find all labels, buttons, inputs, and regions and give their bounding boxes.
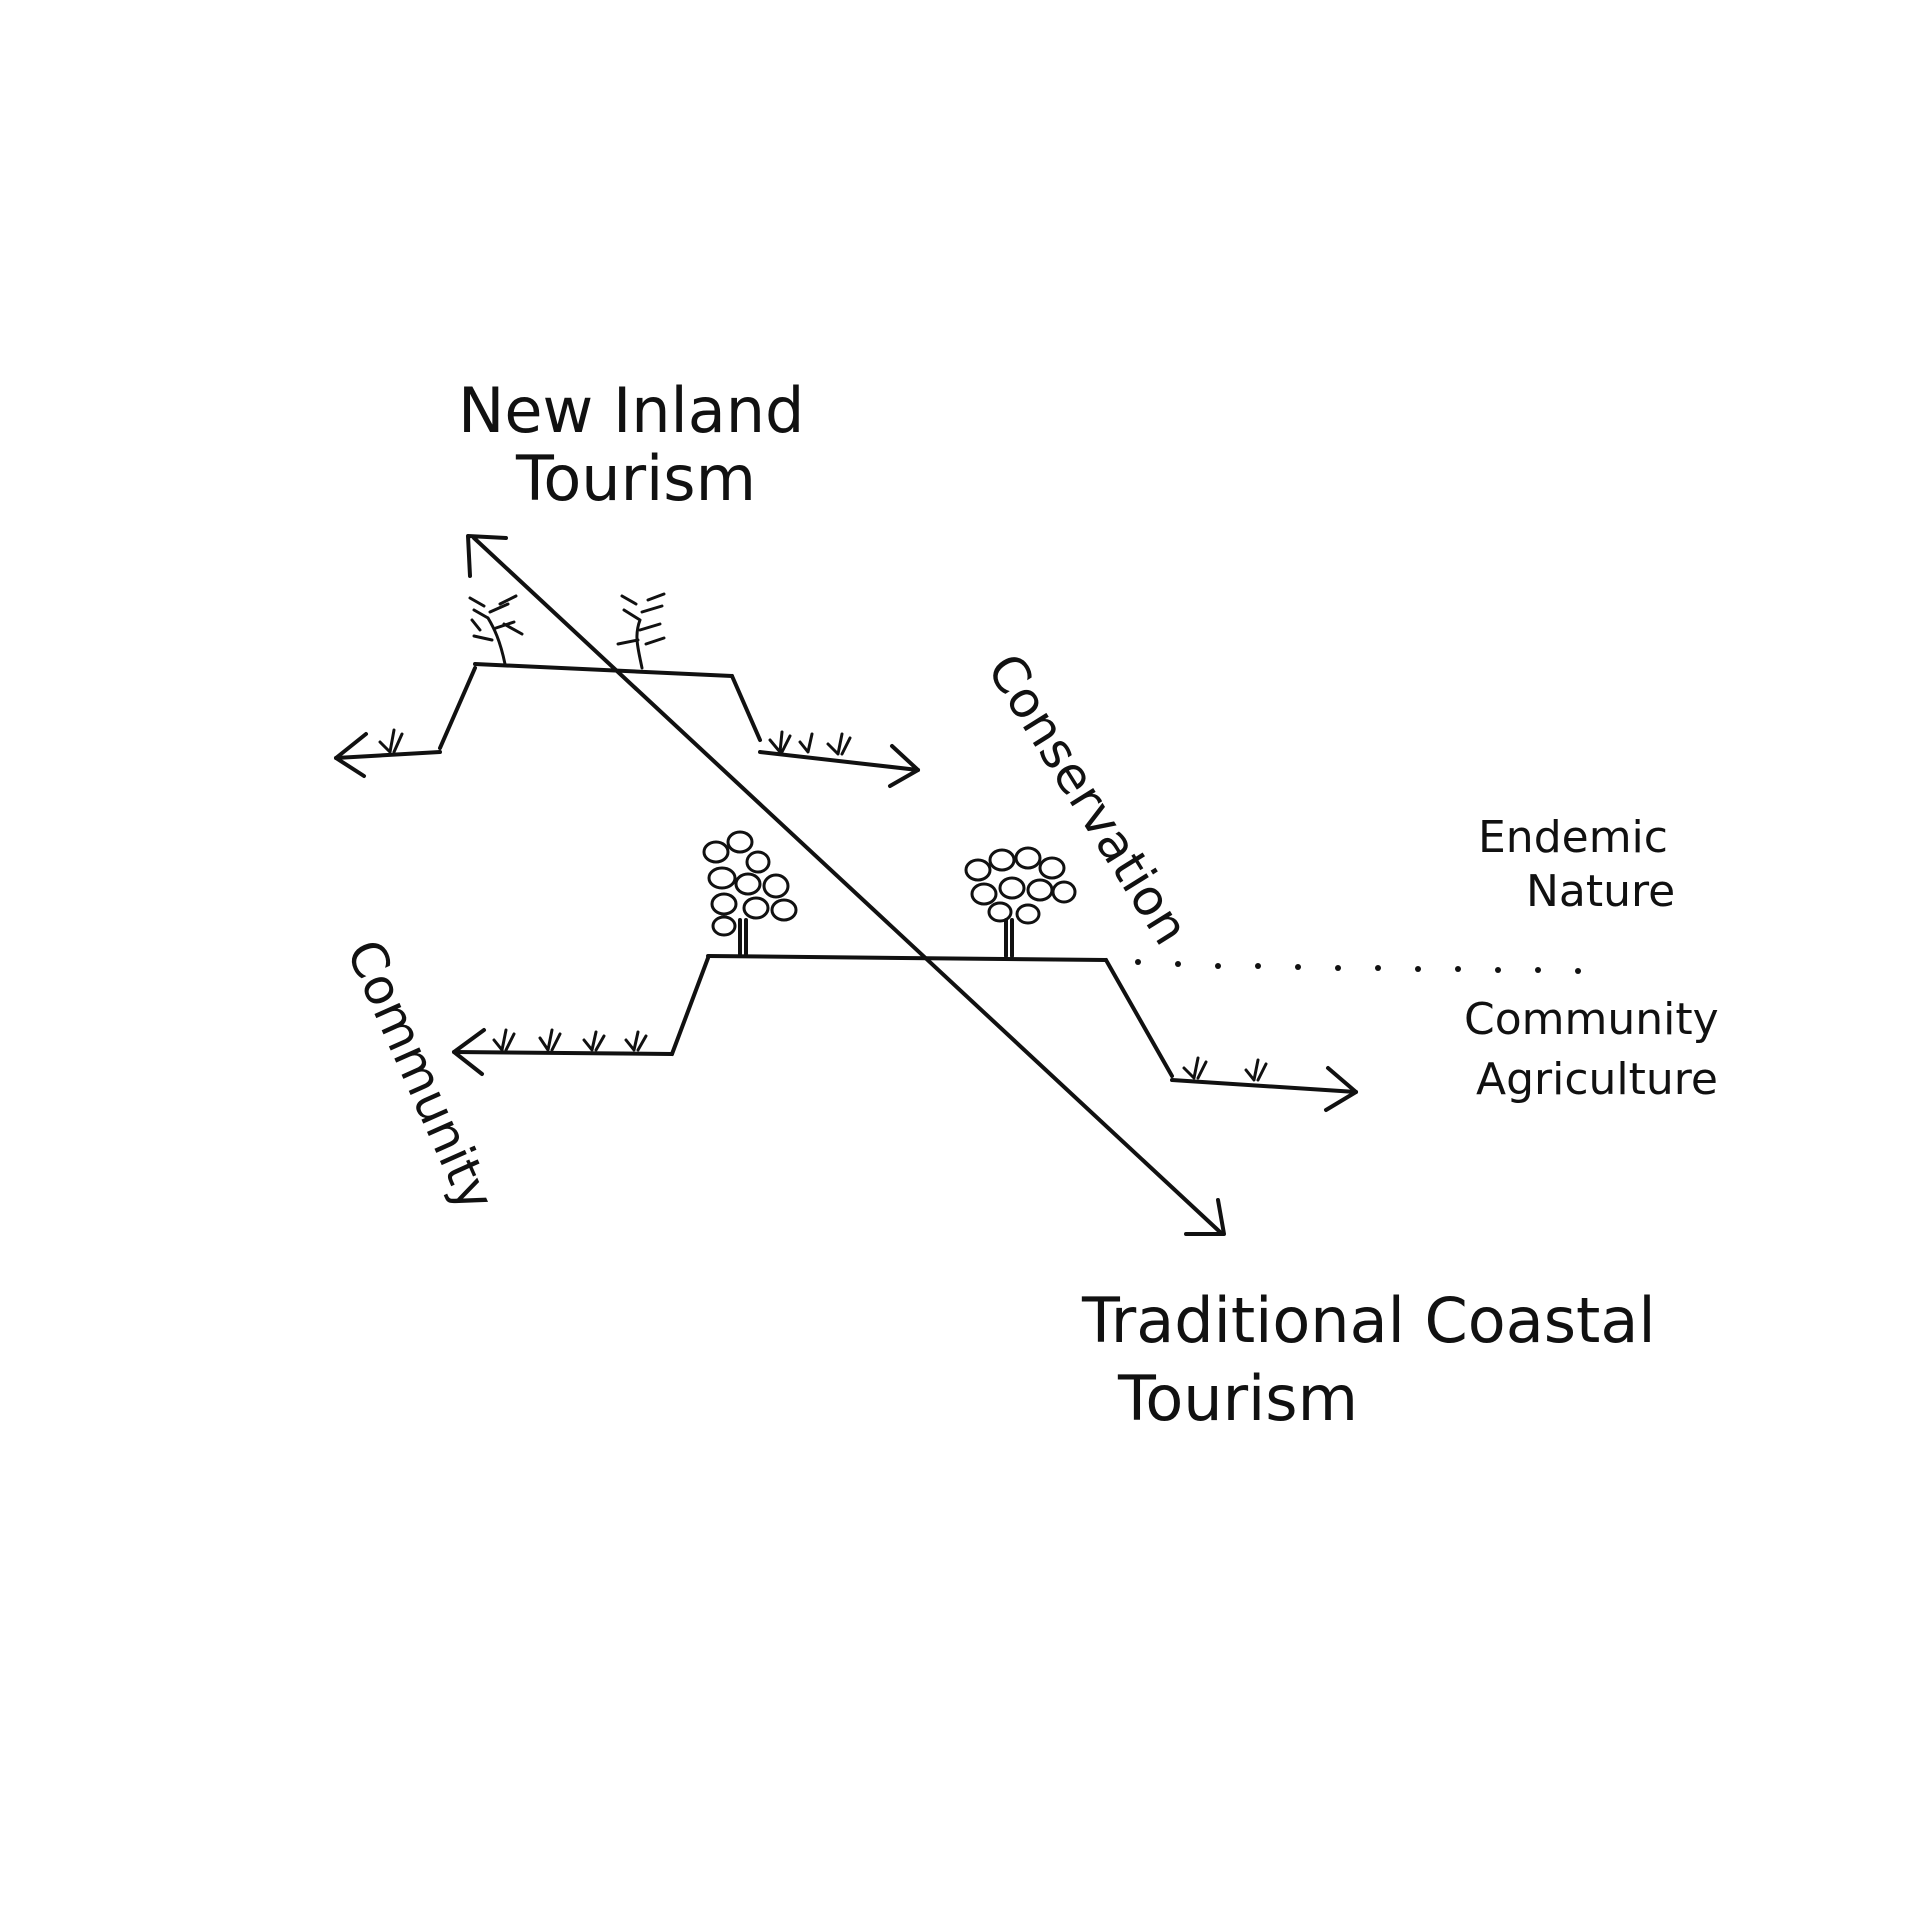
upper-terrain-profile [334, 662, 920, 788]
leafy-tree-icon [964, 846, 1077, 958]
endemic-nature-label-line1: Endemic [1478, 812, 1668, 863]
grass-tuft-icon [1244, 1058, 1268, 1082]
grass-tuft-icon [798, 732, 814, 754]
grass-tuft-icon [582, 1030, 606, 1052]
grass-tuft-icon [624, 1030, 648, 1052]
traditional-coastal-label-line1: Traditional Coastal [1081, 1284, 1656, 1357]
community-agriculture-label-line1: Community [1464, 994, 1719, 1045]
grass-tuft-icon [538, 1028, 562, 1052]
leafy-tree-icon [702, 830, 798, 956]
new-inland-label-line2: Tourism [515, 442, 756, 515]
dotted-extension-line [1135, 959, 1581, 974]
community-vertical-label: Community [335, 931, 506, 1219]
community-agriculture-label-line2: Agriculture [1476, 1054, 1718, 1105]
bare-tree-icon [468, 594, 524, 666]
grass-tuft-icon [1182, 1056, 1208, 1080]
traditional-coastal-label-line2: Tourism [1117, 1362, 1358, 1435]
endemic-nature-label-line2: Nature [1526, 866, 1675, 917]
diagonal-double-arrow [466, 534, 1226, 1236]
grass-tuft-icon [492, 1028, 516, 1052]
grass-tuft-icon [826, 732, 852, 756]
grass-tuft-icon [768, 730, 792, 754]
grass-tuft-icon [378, 728, 404, 754]
lower-terrain-profile [452, 954, 1358, 1112]
bare-tree-icon [616, 592, 666, 670]
new-inland-label-line1: New Inland [458, 374, 804, 447]
